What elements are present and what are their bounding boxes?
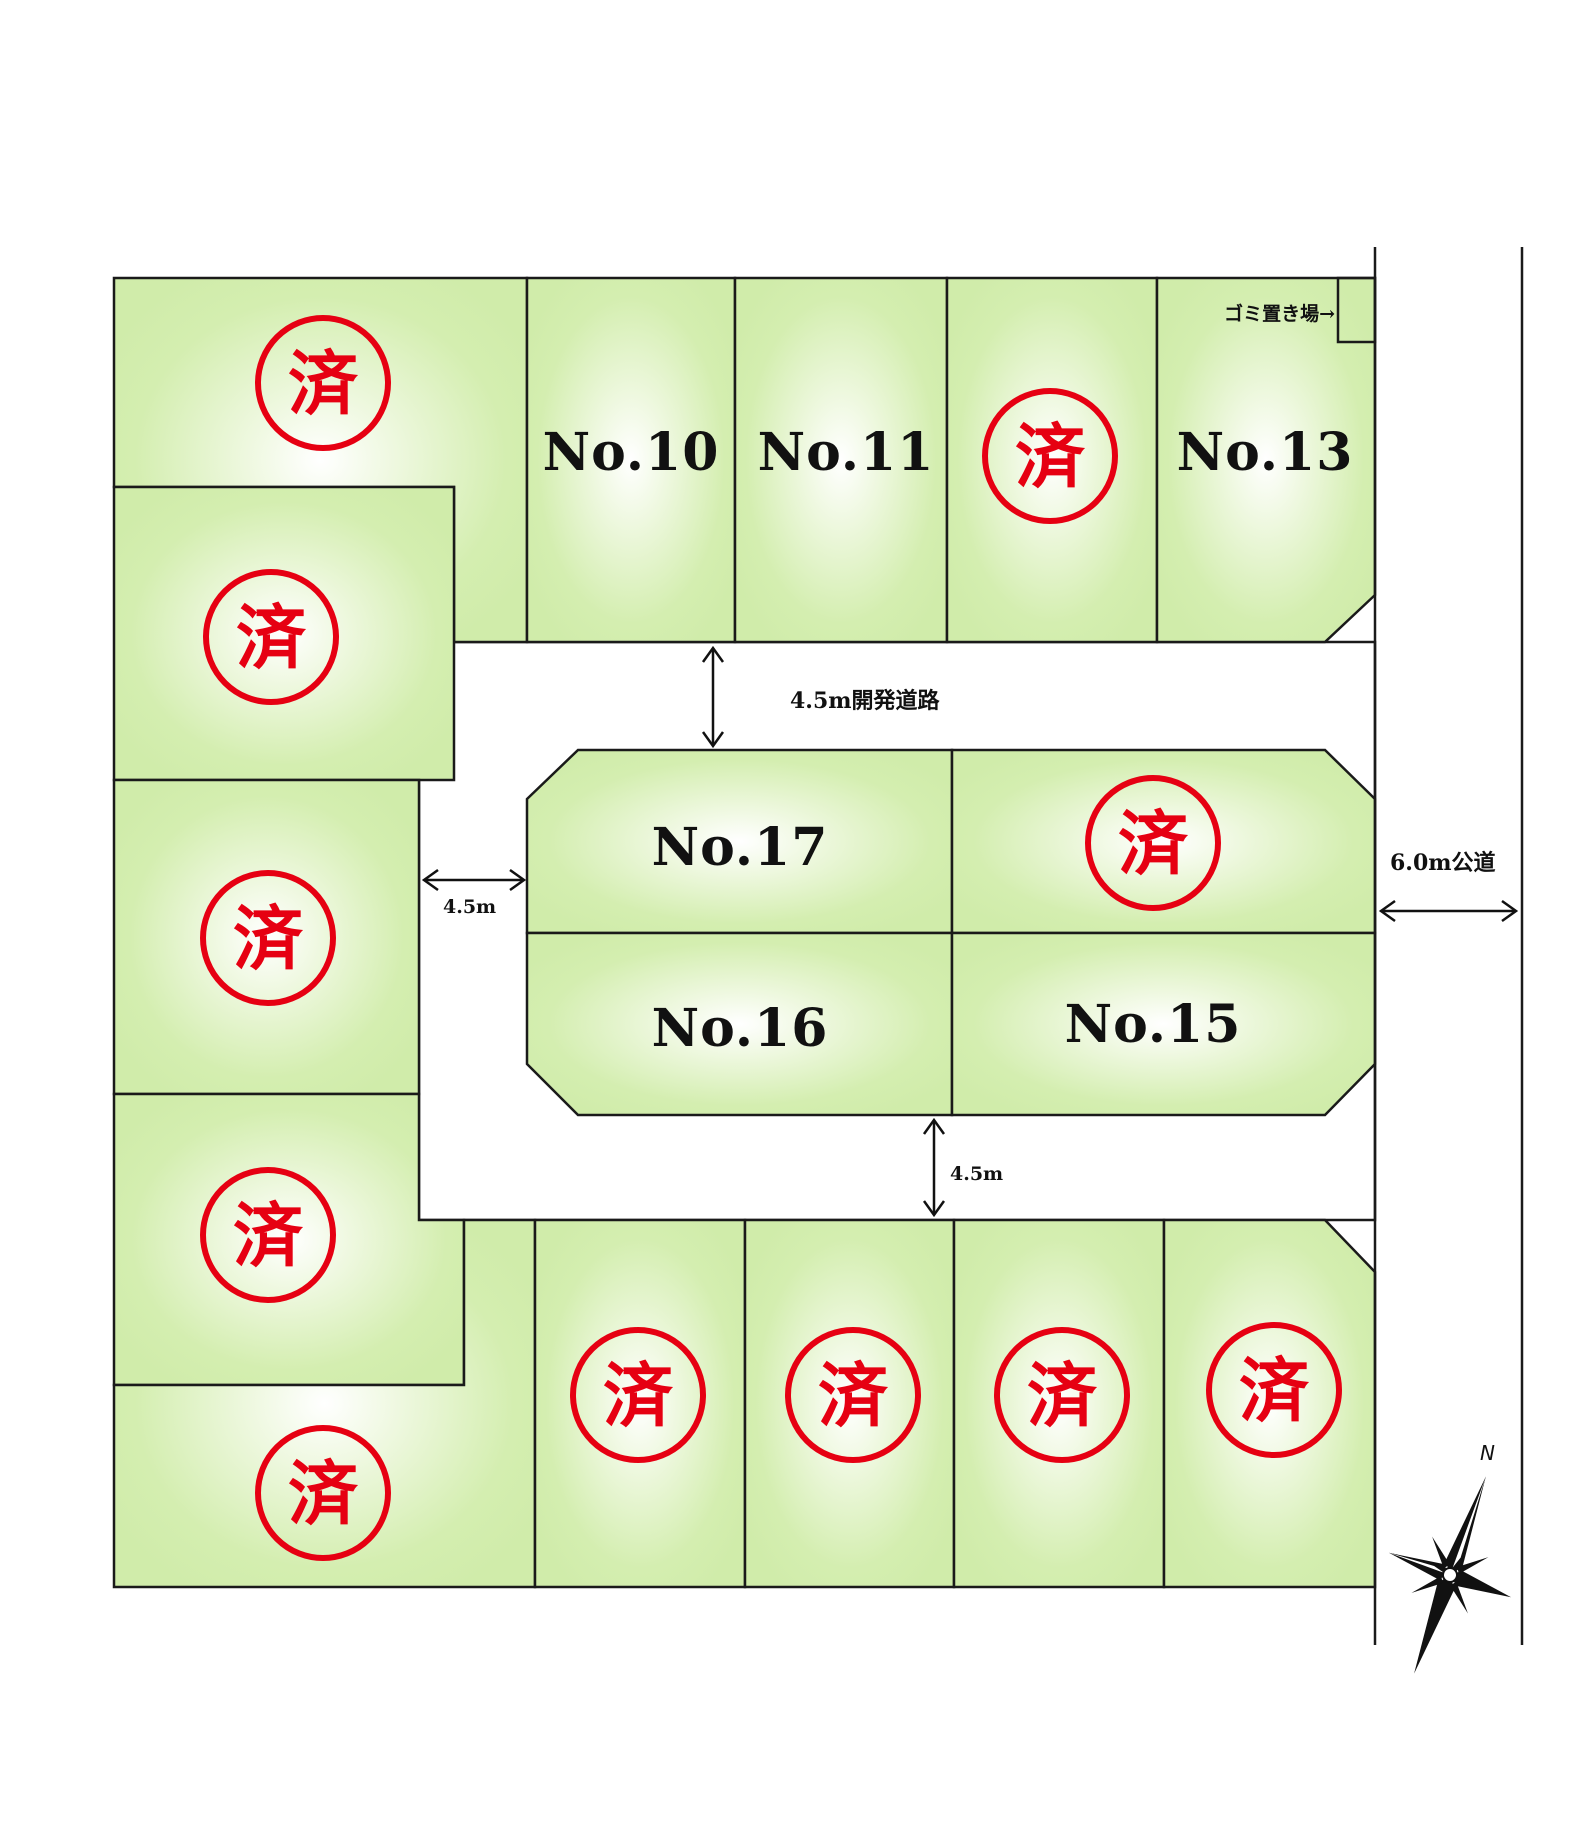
lot-12-sold[interactable]: 済 <box>945 276 1159 644</box>
sold-mark: 済 <box>200 870 336 1006</box>
south-road-label: 4.5m <box>950 1163 1003 1185</box>
lot-no-16[interactable]: No.16 <box>525 931 954 1117</box>
lot-14-sold[interactable]: 済 <box>950 748 1377 935</box>
lot-label: No.13 <box>1177 422 1354 483</box>
svg-text:済: 済 <box>1239 1350 1310 1432</box>
svg-text:済: 済 <box>1015 416 1086 498</box>
lot-bottom-3[interactable]: 済 <box>952 1218 1166 1589</box>
sold-mark: 済 <box>200 1167 336 1303</box>
sold-mark: 済 <box>1085 775 1221 911</box>
lot-no-15[interactable]: No.15 <box>950 931 1377 1117</box>
garbage-label: ゴミ置き場→ <box>1224 302 1335 325</box>
svg-text:済: 済 <box>236 597 307 679</box>
dev-road-label: 4.5m開発道路 <box>790 688 941 714</box>
lot-no-17[interactable]: No.17 <box>525 748 954 935</box>
svg-text:済: 済 <box>818 1355 889 1437</box>
north-label: N <box>1480 1441 1495 1465</box>
sold-mark: 済 <box>785 1327 921 1463</box>
west-road-dimension: 4.5m <box>421 868 527 918</box>
svg-text:済: 済 <box>233 898 304 980</box>
lot-label: No.17 <box>652 817 829 878</box>
sold-mark: 済 <box>203 569 339 705</box>
lot-bottom-2[interactable]: 済 <box>743 1218 956 1589</box>
lot-no-10[interactable]: No.10 <box>525 276 737 644</box>
sold-mark: 済 <box>1206 1322 1342 1458</box>
compass-icon <box>1388 1476 1512 1674</box>
public-road <box>1373 247 1524 1645</box>
sold-mark: 済 <box>982 388 1118 524</box>
public-road-label: 6.0m公道 <box>1390 850 1496 876</box>
svg-text:済: 済 <box>1118 803 1189 885</box>
lot-left-3[interactable]: 済 <box>112 778 421 1096</box>
lot-left-4[interactable]: 済 <box>112 1092 466 1387</box>
sold-mark: 済 <box>570 1327 706 1463</box>
south-road-dimension: 4.5m <box>922 1117 1003 1218</box>
lot-label: No.10 <box>543 422 720 483</box>
svg-text:済: 済 <box>233 1195 304 1277</box>
lot-label: No.15 <box>1065 994 1242 1055</box>
west-road-label: 4.5m <box>443 896 496 918</box>
lot-label: No.11 <box>758 422 935 483</box>
lot-label: No.16 <box>652 998 829 1059</box>
public-road-dimension: 6.0m公道 <box>1378 850 1519 923</box>
lot-no-13[interactable]: No.13 <box>1155 276 1377 644</box>
sold-mark: 済 <box>255 1425 391 1561</box>
svg-text:済: 済 <box>288 1453 359 1535</box>
svg-text:済: 済 <box>288 343 359 425</box>
lot-bottom-4[interactable]: 済 <box>1162 1218 1377 1589</box>
sold-mark: 済 <box>255 315 391 451</box>
dev-road-dimension: 4.5m開発道路 <box>701 645 941 749</box>
svg-text:済: 済 <box>1027 1355 1098 1437</box>
lot-bottom-1[interactable]: 済 <box>533 1218 747 1589</box>
lot-no-11[interactable]: No.11 <box>733 276 949 644</box>
svg-text:済: 済 <box>603 1355 674 1437</box>
sold-mark: 済 <box>994 1327 1130 1463</box>
lot-left-2[interactable]: 済 <box>112 485 456 782</box>
